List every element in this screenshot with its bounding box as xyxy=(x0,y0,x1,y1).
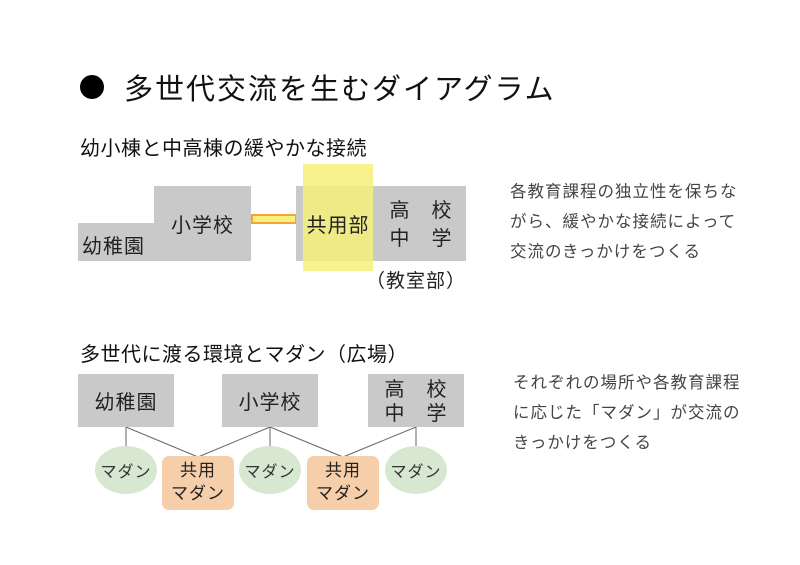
madang-oval: マダン xyxy=(239,446,301,494)
section1-heading: 幼小棟と中高棟の緩やかな接続 xyxy=(80,136,367,160)
shared-area-label: 共用部 xyxy=(306,212,370,237)
elementary-label: 小学校 xyxy=(171,213,234,237)
highschool-block-2: 高 校 中 学 xyxy=(368,374,464,427)
shared-madang-line2: マダン xyxy=(171,484,225,504)
madang-oval: マダン xyxy=(95,446,157,494)
shared-madang-line2: マダン xyxy=(316,484,370,504)
section1-description-line: 各教育課程の独立性を保ちな xyxy=(510,182,738,201)
connector-line xyxy=(269,426,344,458)
section1-description: 各教育課程の独立性を保ちな がら、緩やかな接続によって 交流のきっかけをつくる xyxy=(510,177,738,267)
title-bullet-icon xyxy=(80,75,104,99)
connector-line xyxy=(197,426,271,458)
elementary-block-2: 小学校 xyxy=(222,374,318,427)
section1-description-line: がら、緩やかな接続によって xyxy=(510,212,737,231)
section2-description-line: きっかけをつくる xyxy=(513,433,653,452)
shared-area-highlight xyxy=(303,164,373,271)
highschool-label: 高 校 中 学 xyxy=(376,196,466,252)
madang-oval: マダン xyxy=(385,446,447,494)
connector-line xyxy=(342,426,417,458)
shared-madang-line1: 共用 xyxy=(180,461,216,481)
section2-heading: 多世代に渡る環境とマダン（広場） xyxy=(80,342,408,366)
kindergarten-label: 幼稚園 xyxy=(82,234,145,258)
section1-description-line: 交流のきっかけをつくる xyxy=(510,242,702,261)
elementary-label-2: 小学校 xyxy=(238,390,302,414)
highschool-label-line1: 高 校 xyxy=(389,198,453,222)
section2-description: それぞれの場所や各教育課程 に応じた「マダン」が交流の きっかけをつくる xyxy=(513,368,741,458)
kindergarten-block-2: 幼稚園 xyxy=(78,374,174,427)
page-title: 多世代交流を生むダイアグラム xyxy=(124,72,556,106)
kindergarten-block xyxy=(78,223,154,261)
connector-line xyxy=(125,426,199,458)
shared-madang-box: 共用 マダン xyxy=(307,456,379,510)
section2-description-line: それぞれの場所や各教育課程 xyxy=(513,373,741,392)
shared-madang-line1: 共用 xyxy=(325,461,361,481)
elementary-block: 小学校 xyxy=(154,186,251,261)
classroom-note: （教室部） xyxy=(366,270,467,292)
section2-description-line: に応じた「マダン」が交流の xyxy=(513,403,741,422)
highschool-label-2-line2: 中 学 xyxy=(384,400,448,425)
highschool-label-line2: 中 学 xyxy=(389,226,453,250)
shared-madang-box: 共用 マダン xyxy=(162,456,234,510)
highschool-label-2-line1: 高 校 xyxy=(384,376,448,401)
kindergarten-label-2: 幼稚園 xyxy=(94,390,158,414)
